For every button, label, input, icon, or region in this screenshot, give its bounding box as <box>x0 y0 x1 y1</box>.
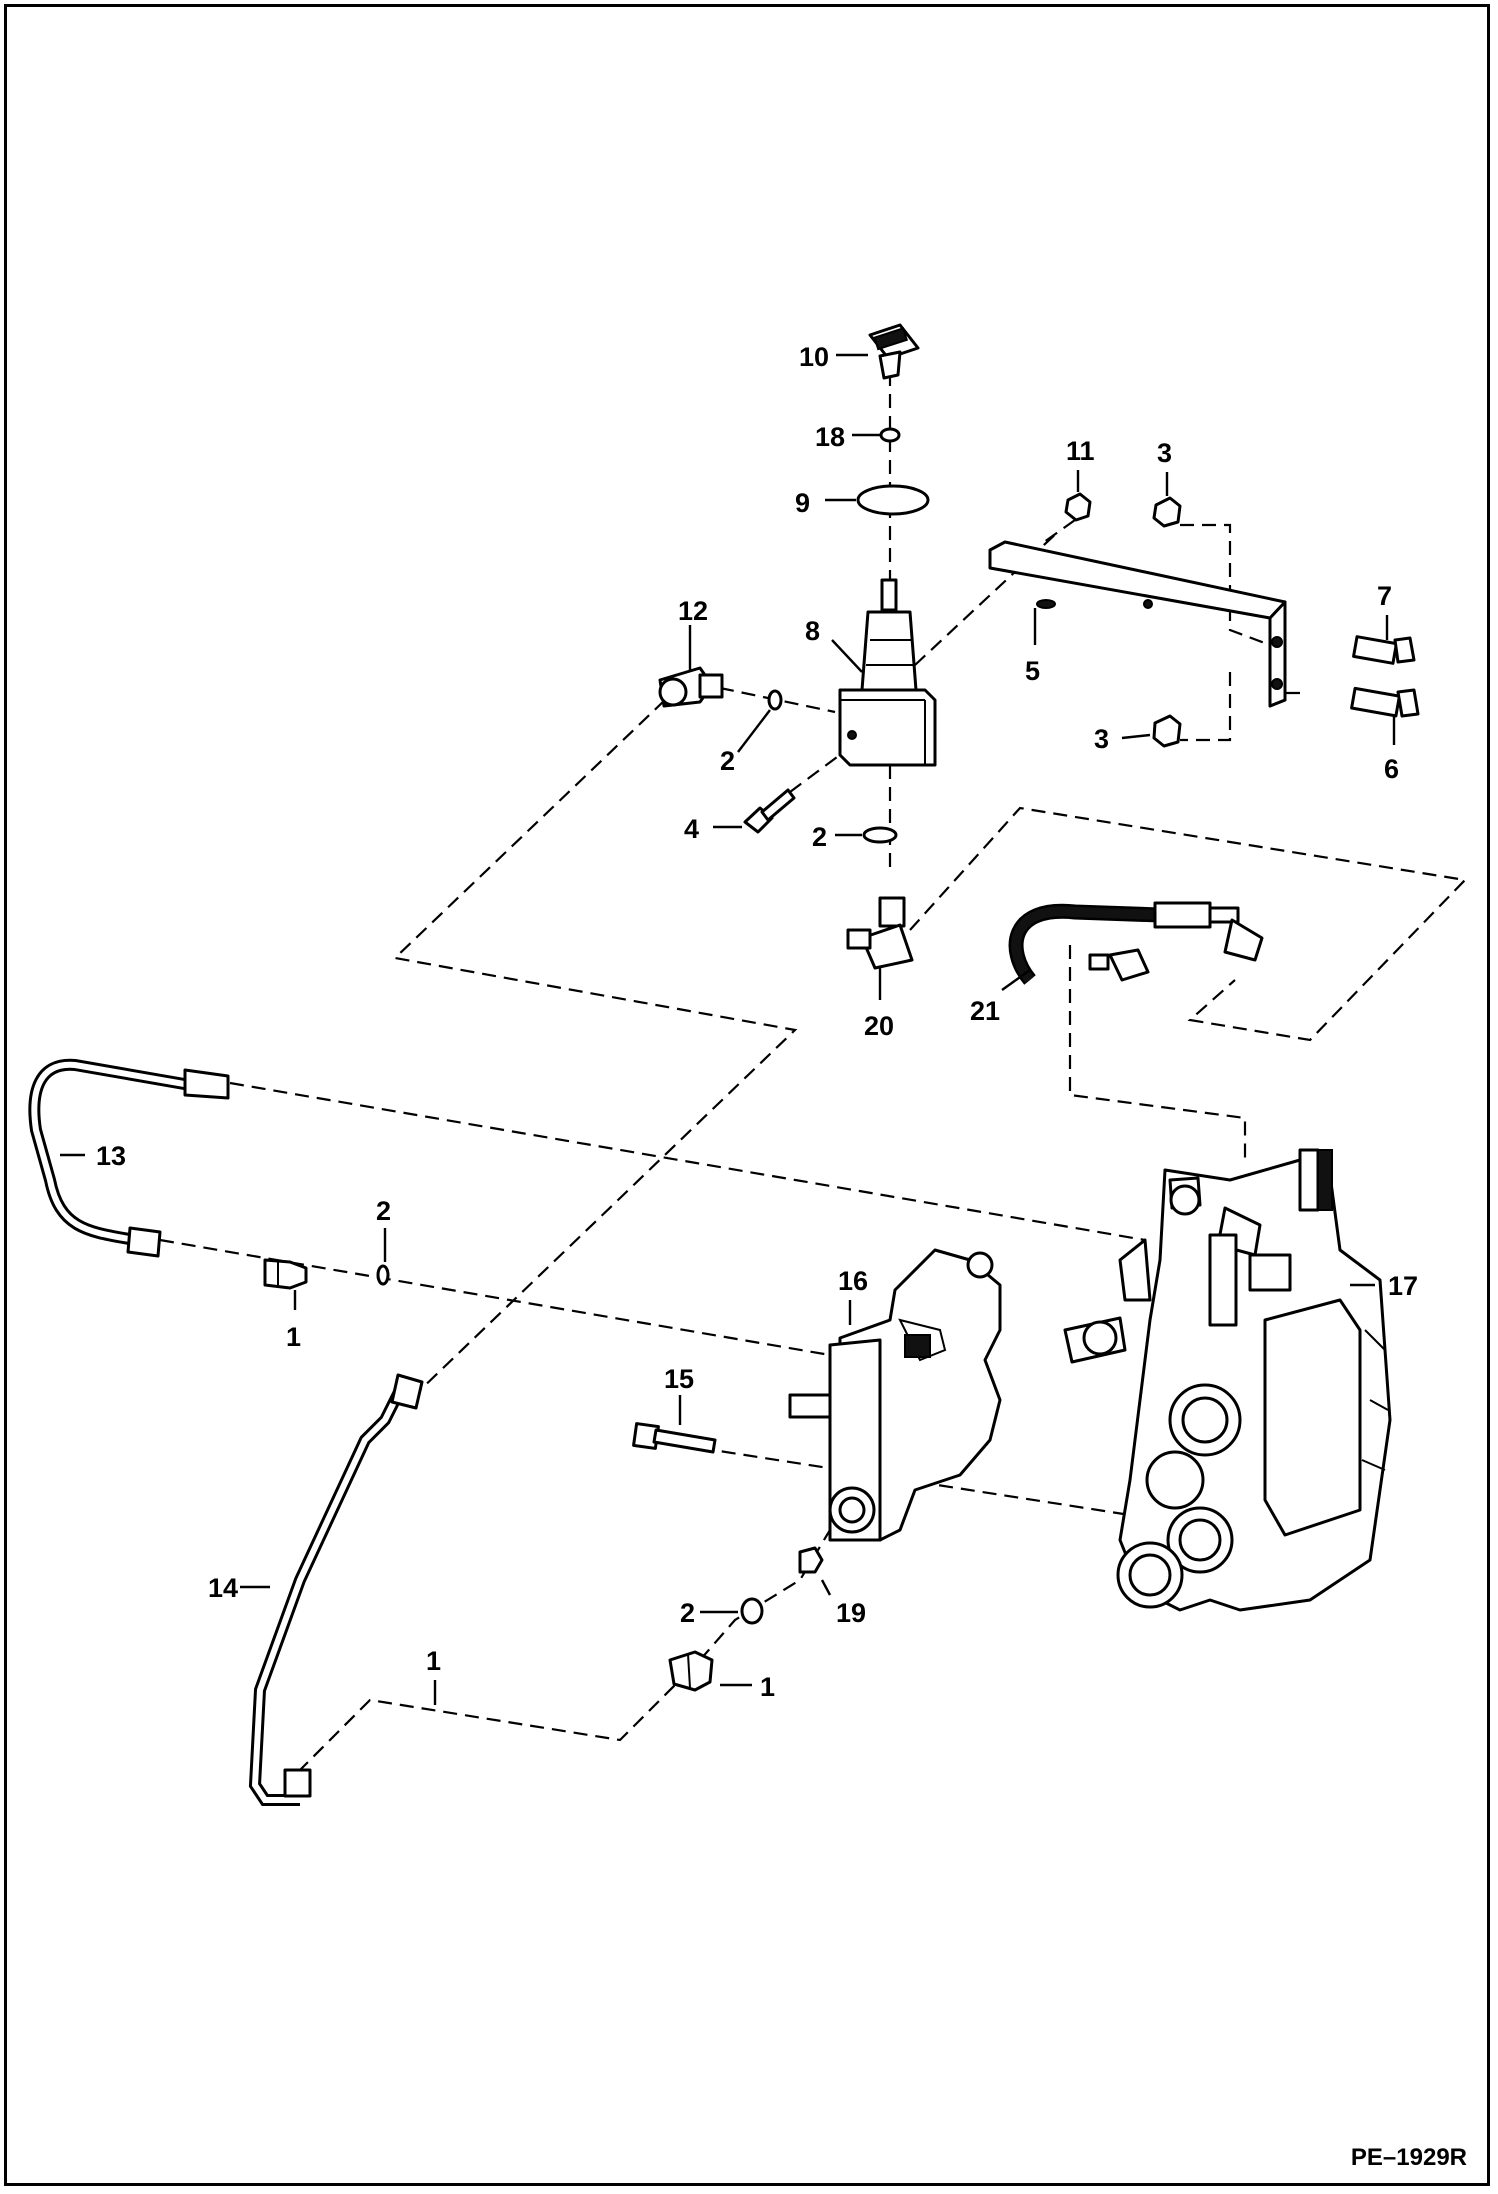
callout-14: 14 <box>208 1573 238 1603</box>
callout-1a: 1 <box>286 1322 301 1352</box>
figure-reference: PE–1929R <box>1351 2144 1467 2171</box>
callout-2b: 2 <box>812 822 827 852</box>
valve-knob-icon <box>868 323 920 380</box>
o-ring-icon <box>862 826 898 844</box>
callout-2a: 2 <box>720 746 735 776</box>
tube-line-icon <box>248 1373 424 1806</box>
valve-cartridge-icon <box>838 578 937 767</box>
bolt-icon <box>743 788 796 834</box>
assembly-dashed-lines <box>159 372 1468 1771</box>
flange-nut-icon <box>1152 496 1182 528</box>
leader-lines <box>60 353 1396 1705</box>
tube-line-icon <box>28 1058 230 1258</box>
callout-20: 20 <box>864 1011 894 1041</box>
nut-icon <box>1064 492 1092 522</box>
callout-1c: 1 <box>760 1672 775 1702</box>
nut-icon <box>879 427 901 443</box>
o-ring-icon <box>376 1264 390 1286</box>
callout-9: 9 <box>795 488 810 518</box>
callout-8: 8 <box>805 616 820 646</box>
callout-6: 6 <box>1384 754 1399 784</box>
valve-section-icon <box>788 1248 1002 1542</box>
callout-2d: 2 <box>680 1598 695 1628</box>
control-valve-icon <box>1063 1148 1392 1612</box>
bolt-icon <box>632 1422 717 1454</box>
page-frame <box>4 4 1490 2186</box>
callout-3a: 3 <box>1157 438 1172 468</box>
washer-disc-icon <box>856 484 930 516</box>
fitting-icon <box>263 1258 308 1290</box>
callout-12: 12 <box>678 596 708 626</box>
callout-17: 17 <box>1388 1271 1418 1301</box>
hydraulic-hose-icon <box>1008 901 1264 985</box>
o-ring-icon <box>767 689 783 711</box>
elbow-fitting-icon <box>658 666 724 708</box>
callout-7: 7 <box>1377 581 1392 611</box>
callout-21: 21 <box>970 996 1000 1026</box>
callout-13: 13 <box>96 1141 126 1171</box>
callout-4: 4 <box>684 814 699 844</box>
bolt-icon <box>1350 686 1420 718</box>
callout-5: 5 <box>1025 656 1040 686</box>
callout-15: 15 <box>664 1364 694 1394</box>
callout-16: 16 <box>838 1266 868 1296</box>
flange-nut-icon <box>1152 714 1182 748</box>
callout-10: 10 <box>799 342 829 372</box>
bolt-icon <box>1352 635 1416 665</box>
elbow-fitting-icon <box>846 896 914 970</box>
callout-3b: 3 <box>1094 724 1109 754</box>
callout-18: 18 <box>815 422 845 452</box>
callout-labels: 10 18 9 11 3 12 8 5 7 6 3 2 4 2 20 21 13… <box>96 342 1418 1702</box>
callout-1b: 1 <box>426 1646 441 1676</box>
bracket-icon <box>988 540 1287 708</box>
o-ring-icon <box>740 1597 764 1625</box>
callout-19: 19 <box>836 1598 866 1628</box>
nut-icon <box>798 1546 824 1574</box>
callout-11: 11 <box>1066 436 1095 466</box>
callout-2c: 2 <box>376 1196 391 1226</box>
fitting-icon <box>668 1650 714 1692</box>
